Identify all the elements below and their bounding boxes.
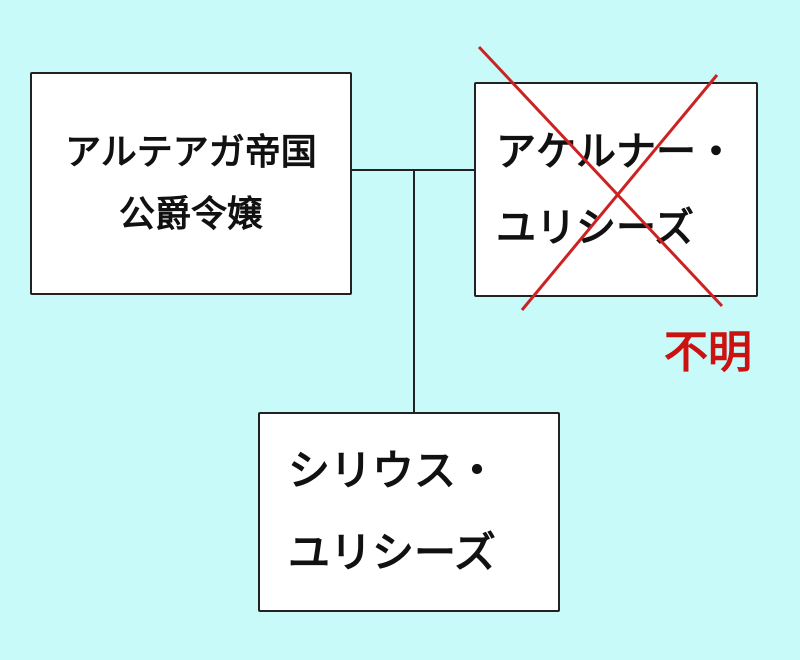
cross-stroke-1	[477, 45, 724, 308]
child-line1: シリウス・	[288, 446, 499, 495]
father-status-label: 不明	[664, 327, 752, 378]
cross-stroke-2	[520, 74, 719, 311]
child-node: シリウス・ ユリシーズ	[258, 412, 560, 612]
mother-node: アルテアガ帝国 公爵令嬢	[30, 72, 352, 295]
child-line2: ユリシーズ	[288, 528, 496, 577]
father-node: アケルナー・ ユリシーズ	[474, 82, 758, 297]
father-line1: アケルナー・	[496, 128, 736, 175]
mother-line2: 公爵令嬢	[118, 193, 263, 235]
mother-line1: アルテアガ帝国	[65, 131, 317, 173]
